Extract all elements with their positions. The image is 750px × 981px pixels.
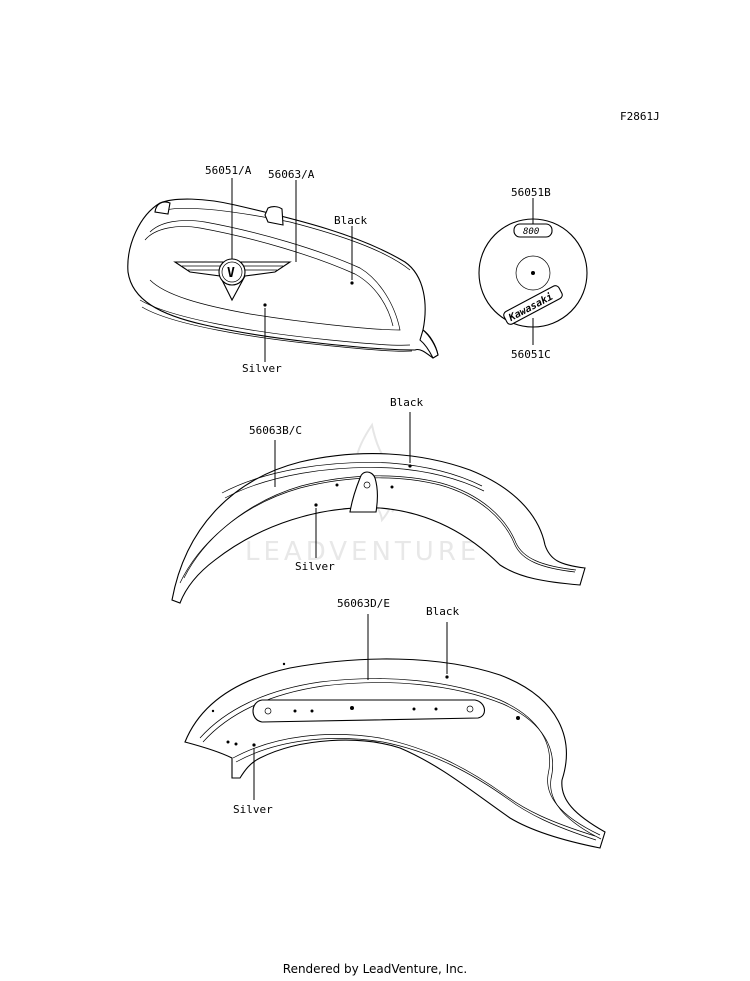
label-56063d-e: 56063D/E — [337, 597, 390, 610]
label-front-black: Black — [390, 396, 423, 409]
diagram-code: F2861J — [620, 110, 660, 123]
label-56051-a: 56051/A — [205, 164, 252, 177]
watermark-text: LEADVENTURE — [245, 537, 480, 567]
label-56063-a: 56063/A — [268, 168, 315, 181]
v-emblem: V — [173, 258, 292, 302]
label-56063b-c: 56063B/C — [249, 424, 302, 437]
round-cover: 800 Kawasaki — [478, 198, 588, 345]
front-fender — [171, 412, 586, 604]
label-56051c: 56051C — [511, 348, 551, 361]
footer-credit: Rendered by LeadVenture, Inc. — [282, 962, 468, 976]
label-front-silver: Silver — [295, 560, 335, 573]
emblem-letter: V — [227, 266, 235, 281]
watermark: LEADVENTURE — [245, 422, 480, 567]
label-tank-black: Black — [334, 214, 367, 227]
label-rear-black: Black — [426, 605, 459, 618]
label-rear-silver: Silver — [233, 803, 273, 816]
cover-top-text: 800 — [523, 227, 539, 237]
label-56051b: 56051B — [511, 186, 551, 199]
rear-fender — [184, 614, 606, 849]
label-tank-silver: Silver — [242, 362, 282, 375]
fuel-tank: V — [127, 178, 439, 362]
